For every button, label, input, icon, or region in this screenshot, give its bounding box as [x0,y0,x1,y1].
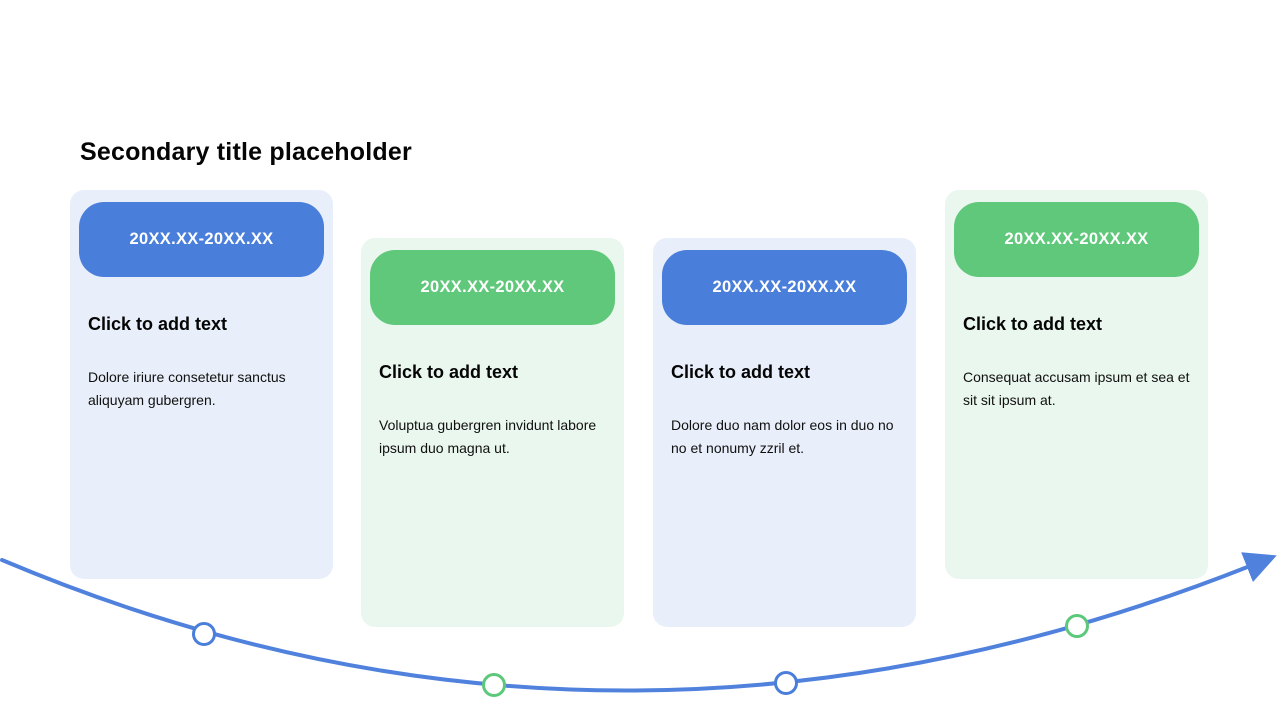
timeline-marker-2 [482,673,506,697]
card-body-placeholder[interactable]: Dolore iriure consetetur sanctus aliquya… [88,369,286,408]
timeline-card-4: 20XX.XX-20XX.XX Click to add text Conseq… [945,190,1208,579]
timeline-marker-3 [774,671,798,695]
date-range-pill[interactable]: 20XX.XX-20XX.XX [370,250,615,325]
card-body-placeholder[interactable]: Dolore duo nam dolor eos in duo no no et… [671,417,894,456]
timeline-card-2: 20XX.XX-20XX.XX Click to add text Volupt… [361,238,624,627]
card-body-placeholder[interactable]: Consequat accusam ipsum et sea et sit si… [963,369,1190,408]
date-range-pill[interactable]: 20XX.XX-20XX.XX [79,202,324,277]
timeline-card-1: 20XX.XX-20XX.XX Click to add text Dolore… [70,190,333,579]
card-heading-placeholder[interactable]: Click to add text [671,362,811,382]
date-range-pill[interactable]: 20XX.XX-20XX.XX [954,202,1199,277]
slide-title[interactable]: Secondary title placeholder [80,138,412,166]
card-body-placeholder[interactable]: Voluptua gubergren invidunt labore ipsum… [379,417,597,456]
timeline-marker-4 [1065,614,1089,638]
card-heading-placeholder[interactable]: Click to add text [379,362,519,382]
date-range-pill[interactable]: 20XX.XX-20XX.XX [662,250,907,325]
card-heading-placeholder[interactable]: Click to add text [963,314,1103,334]
timeline-card-3: 20XX.XX-20XX.XX Click to add text Dolore… [653,238,916,627]
timeline-curve [0,552,1277,693]
timeline-marker-1 [192,622,216,646]
card-heading-placeholder[interactable]: Click to add text [88,314,228,334]
